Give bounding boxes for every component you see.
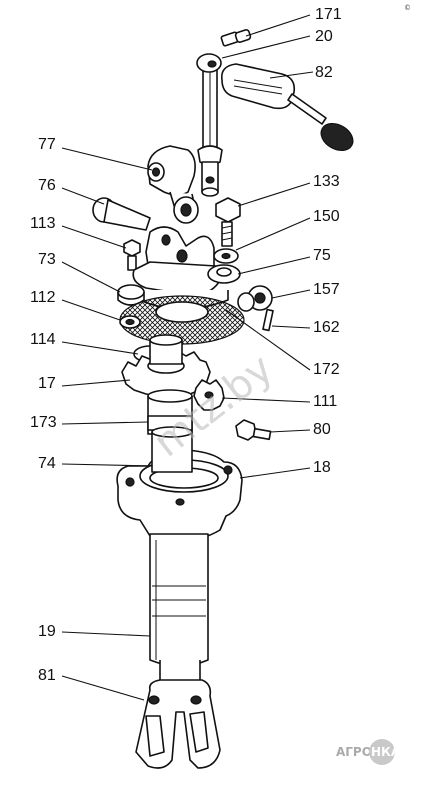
part-111-small-gear (193, 379, 225, 411)
label-114: 114 (30, 331, 56, 348)
label-19: 19 (38, 623, 56, 640)
label-111: 111 (313, 393, 337, 410)
label-74: 74 (38, 455, 56, 472)
part-75-nut (207, 264, 241, 284)
label-17: 17 (38, 375, 56, 392)
part-150-washer (213, 248, 239, 264)
label-75: 75 (313, 247, 331, 264)
part-labels: 171 20 82 77 76 133 113 150 73 75 112 15… (30, 6, 342, 684)
label-77: 77 (38, 136, 56, 153)
leader-lines (61, 14, 314, 701)
label-81: 81 (38, 667, 56, 684)
part-20-pin (196, 53, 222, 163)
part-113-stud (123, 239, 141, 271)
label-171: 171 (315, 6, 342, 23)
part-73-spacer (117, 284, 145, 306)
label-162: 162 (313, 319, 340, 336)
part-112-friction-disc (119, 295, 245, 345)
part-133-bolt (215, 197, 241, 247)
label-76: 76 (38, 177, 56, 194)
label-173: 173 (30, 414, 57, 431)
label-113: 113 (30, 215, 56, 232)
corner-mark: © (404, 4, 411, 12)
part-82-handle-lever (220, 63, 354, 152)
label-172: 172 (313, 361, 340, 378)
label-133: 133 (313, 173, 340, 190)
part-74-shaft-upper (151, 426, 193, 473)
logo-text-left: АГРО (336, 745, 372, 759)
part-18-housing-flange (116, 449, 243, 542)
label-150: 150 (313, 208, 340, 225)
label-80: 80 (313, 421, 331, 438)
label-157: 157 (313, 281, 340, 298)
label-20: 20 (315, 28, 333, 45)
part-81-clevis-fork (135, 679, 221, 769)
label-112: 112 (30, 289, 56, 306)
part-162-screw (262, 308, 274, 332)
label-73: 73 (38, 251, 56, 268)
part-17-gear (121, 334, 211, 397)
part-76-long-pin (92, 196, 199, 231)
label-82: 82 (315, 64, 333, 81)
part-80-bolt (235, 419, 272, 441)
label-18: 18 (313, 459, 331, 476)
logo-text-right: НКА (371, 745, 401, 759)
agronka-logo: АГРО НКА (336, 739, 401, 765)
part-19-tube (149, 533, 209, 695)
logo-circle (369, 739, 395, 765)
part-20-pin-lower (197, 145, 223, 197)
part-157-bushing (237, 285, 273, 312)
part-171-bolt (220, 29, 252, 47)
